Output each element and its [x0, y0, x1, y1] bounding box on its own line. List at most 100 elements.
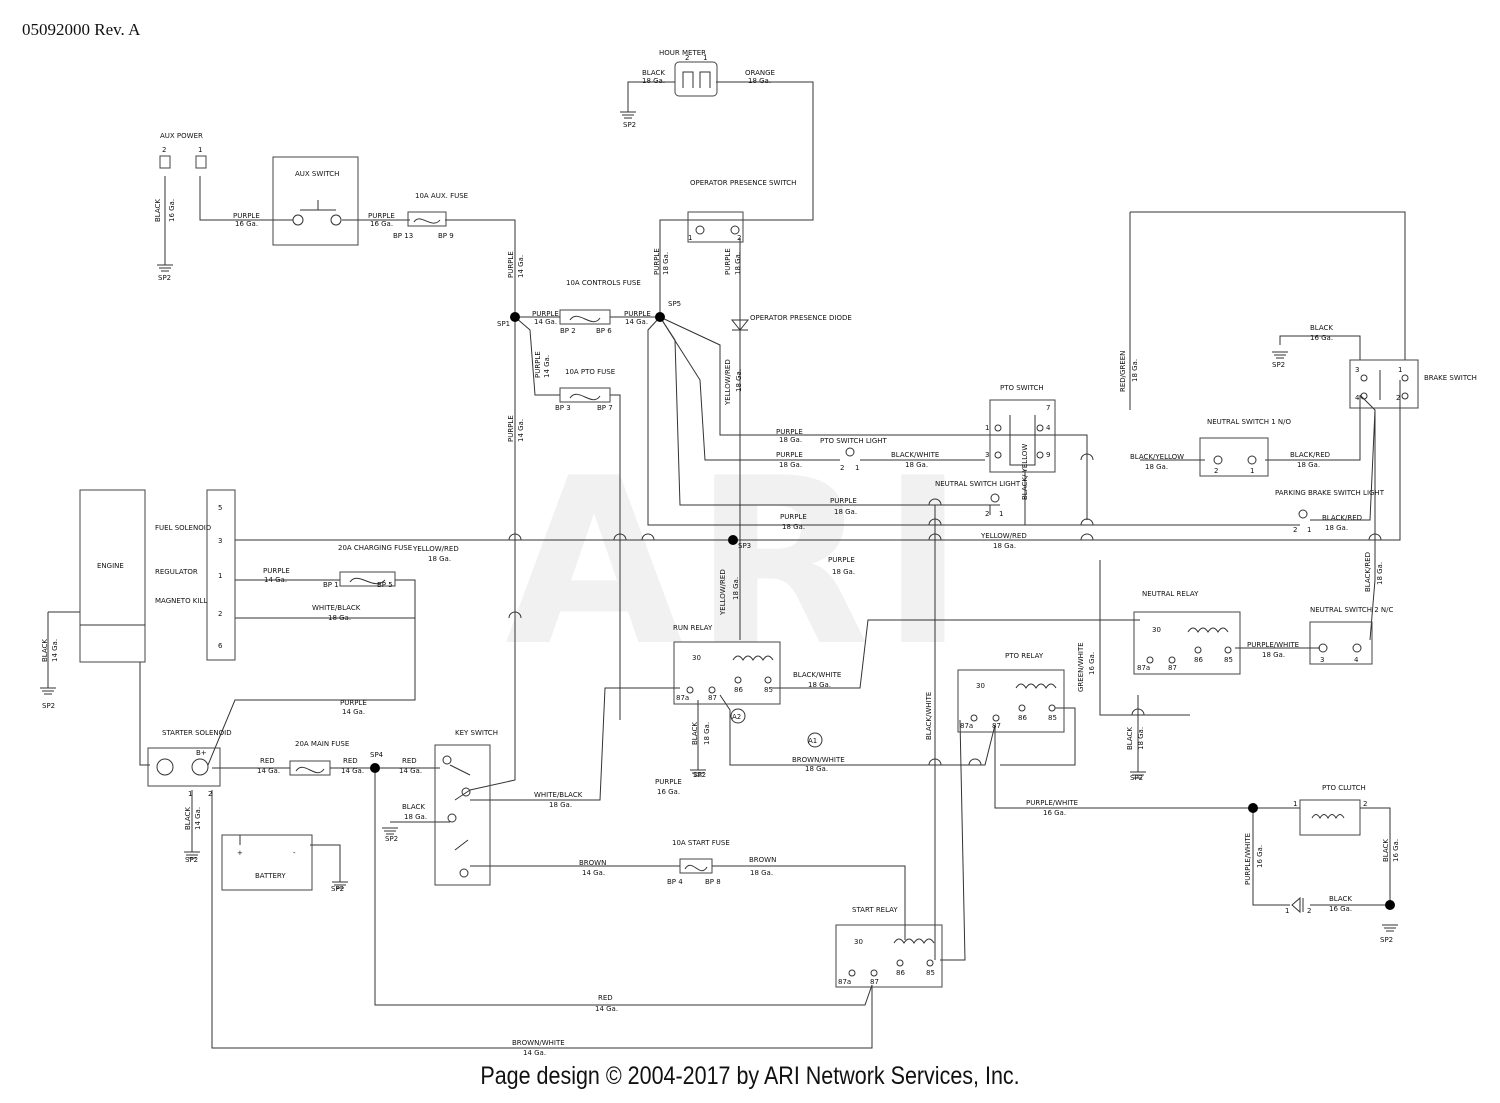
pin-label: BP 2 [560, 327, 576, 335]
ground-symbols: SP2 SP2 SP2 SP2 SP2 SP2 SP2 SP2 SP2 SP2 [40, 111, 1398, 944]
pto-relay-label: PTO RELAY [1005, 652, 1044, 660]
ground-label: SP2 [623, 121, 636, 129]
splice-points: SP1 SP5 SP3 SP4 A1 A2 [370, 300, 1395, 910]
svg-text:2: 2 [685, 54, 689, 62]
wire-color: RED [598, 994, 613, 1002]
pin-label: BP 8 [705, 878, 721, 886]
wires [47, 81, 1406, 1049]
wire-color: BLACK [1329, 895, 1352, 903]
svg-text:2: 2 [1214, 467, 1218, 475]
start-fuse: 10A START FUSE [672, 839, 730, 874]
ari-watermark: ARI [505, 430, 976, 697]
wire-gauge: 18 Ga. [750, 869, 773, 877]
regulator-label: REGULATOR [155, 568, 198, 576]
wire-color: BLACK/YELLOW [1130, 453, 1184, 461]
sp3-label: SP3 [738, 542, 751, 550]
wire-color: BLACK [642, 69, 665, 77]
svg-text:2: 2 [840, 464, 844, 472]
ground-label: SP2 [1272, 361, 1285, 369]
wire-gauge: 18 Ga. [832, 568, 855, 576]
wire-gauge: 18 Ga. [662, 252, 670, 275]
wire-gauge: 18 Ga. [808, 681, 831, 689]
svg-text:86: 86 [896, 969, 905, 977]
wire-color: YELLOW/RED [724, 359, 732, 406]
pin-label: BP 7 [597, 404, 613, 412]
wire-gauge: 14 Ga. [341, 767, 364, 775]
wire-color: YELLOW/RED [980, 532, 1027, 540]
svg-text:87: 87 [1168, 664, 1177, 672]
neutral-switch-1-label: NEUTRAL SWITCH 1 N/O [1207, 418, 1291, 426]
svg-text:1: 1 [218, 572, 222, 580]
wire-labels-vertical: BLACK 16 Ga. PURPLE 14 Ga. PURPLE 14 Ga.… [41, 199, 1400, 885]
wire-gauge: 18 Ga. [782, 523, 805, 531]
wire-crossovers [508, 453, 1382, 766]
splice-sp1 [510, 312, 520, 322]
wire-gauge: 16 Ga. [1088, 652, 1096, 675]
wire-color: PURPLE [507, 415, 515, 442]
wire-gauge: 18 Ga. [1262, 651, 1285, 659]
neutral-switch-light-label: NEUTRAL SWITCH LIGHT [935, 480, 1021, 488]
wire-gauge: 18 Ga. [834, 508, 857, 516]
svg-text:2: 2 [1293, 526, 1297, 534]
wire-color: BLACK [41, 639, 49, 662]
wire-color: PURPLE [263, 567, 290, 575]
svg-text:2: 2 [985, 510, 989, 518]
svg-text:5: 5 [218, 504, 222, 512]
wire-color: PURPLE [655, 778, 682, 786]
wire-color: PURPLE [776, 451, 803, 459]
svg-text:85: 85 [764, 686, 773, 694]
wire-color: BLACK/WHITE [793, 671, 841, 679]
start-fuse-label: 10A START FUSE [672, 839, 730, 847]
engine-label: ENGINE [97, 562, 124, 570]
wire-gauge: 14 Ga. [342, 708, 365, 716]
svg-text:30: 30 [976, 682, 985, 690]
wire-gauge: 18 Ga. [905, 461, 928, 469]
wire-gauge: 18 Ga. [732, 577, 740, 600]
wire-color: BROWN/WHITE [512, 1039, 565, 1047]
svg-text:1: 1 [1250, 467, 1254, 475]
wire-gauge: 14 Ga. [582, 869, 605, 877]
svg-text:3: 3 [985, 451, 989, 459]
svg-text:1: 1 [703, 54, 707, 62]
aux-fuse-label: 10A AUX. FUSE [415, 192, 468, 200]
wire-color: BLACK/RED [1290, 451, 1330, 459]
wire-gauge: 18 Ga. [805, 765, 828, 773]
svg-text:1: 1 [1398, 366, 1402, 374]
svg-text:86: 86 [1018, 714, 1027, 722]
wire-gauge: 18 Ga. [404, 813, 427, 821]
svg-text:3: 3 [1355, 366, 1359, 374]
wire-gauge: 18 Ga. [1325, 524, 1348, 532]
wire-color: PURPLE [532, 310, 559, 318]
wire-gauge: 18 Ga. [642, 77, 665, 85]
sp5-label: SP5 [668, 300, 681, 308]
svg-text:2: 2 [1363, 800, 1367, 808]
wire-color: PURPLE [233, 212, 260, 220]
wire-color: PURPLE [340, 699, 367, 707]
a2-label: A2 [732, 713, 741, 721]
svg-text:2: 2 [1396, 394, 1400, 402]
wire-color: PURPLE/WHITE [1026, 799, 1078, 807]
splice-diode [1385, 900, 1395, 910]
sp1-label: SP1 [497, 320, 510, 328]
wire-color: BROWN [749, 856, 776, 864]
wire-gauge: 18 Ga. [1145, 463, 1168, 471]
wire-color: BLACK [402, 803, 425, 811]
wire-color: BLACK [691, 722, 699, 745]
wire-gauge: 16 Ga. [235, 220, 258, 228]
svg-text:1: 1 [188, 790, 192, 798]
wire-color: BLACK [1126, 727, 1134, 750]
svg-text:30: 30 [854, 938, 863, 946]
wire-color: BLACK/RED [1322, 514, 1362, 522]
svg-text:2: 2 [1307, 907, 1311, 915]
wire-color: BLACK/WHITE [925, 692, 933, 740]
svg-text:4: 4 [1046, 424, 1051, 432]
wire-gauge: 18 Ga. [734, 252, 742, 275]
svg-text:87: 87 [992, 722, 1001, 730]
wire-color: PURPLE [724, 248, 732, 275]
